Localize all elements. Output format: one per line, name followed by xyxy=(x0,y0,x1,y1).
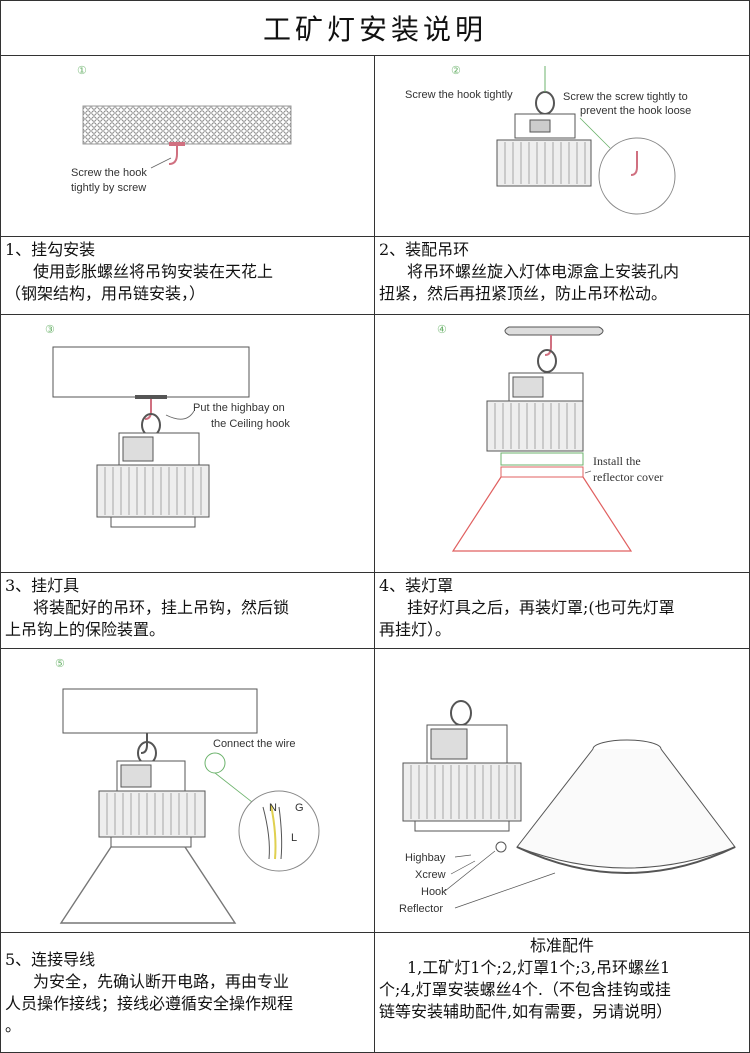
step1-illustration: ① Screw the hook tightly by screw xyxy=(1,56,375,237)
step4-label-line2: reflector cover xyxy=(593,470,663,484)
step4-text: 4、装灯罩 挂好灯具之后，再装灯罩;(也可先灯罩 再挂灯）。 xyxy=(375,573,749,649)
reflector-outline xyxy=(59,846,237,924)
parts-body-line3: 链等安装辅助配件,如有需要，另请说明） xyxy=(379,1002,673,1021)
step4-heading: 4、装灯罩 xyxy=(379,576,454,595)
step3-text: 3、挂灯具 将装配好的吊环，挂上吊钩，然后锁 上吊钩上的保险装置。 xyxy=(1,573,375,649)
step4-body-line1: 挂好灯具之后，再装灯罩;(也可先灯罩 xyxy=(407,598,675,617)
step5-marker: ⑤ xyxy=(55,658,65,670)
step1-marker: ① xyxy=(77,65,87,77)
step5-diagram: ⑤ Connect the wire xyxy=(55,658,320,924)
detail-zoom-circle xyxy=(598,137,676,215)
reflector-ring xyxy=(500,466,584,478)
wire-label-g: G xyxy=(295,802,304,814)
step2-label-b-line2: prevent the hook loose xyxy=(580,105,691,117)
step1-label-line2: tightly by screw xyxy=(71,182,146,194)
highbay-body xyxy=(402,762,522,822)
step1-body-line1: 使用彭胀螺丝将吊钩安装在天花上 xyxy=(33,262,274,281)
step5-label: Connect the wire xyxy=(213,738,296,750)
parts-label-highbay: Highbay xyxy=(405,852,446,864)
step5-heading: 5、连接导线 xyxy=(5,950,96,969)
step1-label-line1: Screw the hook xyxy=(71,167,147,179)
step5-body-line1: 为安全，先确认断开电路，再由专业 xyxy=(33,972,290,991)
ceiling-beam xyxy=(52,346,250,398)
step3-marker: ③ xyxy=(45,324,55,336)
ceiling-slab xyxy=(82,105,292,145)
step5-body-line2: 人员操作接线；接线必遵循安全操作规程 xyxy=(5,994,294,1013)
step5-body-line3: 。 xyxy=(5,1016,22,1035)
parts-illustration: Highbay Xcrew Hook Reflector xyxy=(375,649,749,933)
reflector-cone xyxy=(516,748,736,869)
step2-illustration: ② Screw the hook tightly Screw the screw… xyxy=(375,56,749,237)
step2-heading: 2、装配吊环 xyxy=(379,240,470,259)
step2-body-line1: 将吊环螺丝旋入灯体电源盒上安装孔内 xyxy=(407,262,680,281)
ceiling-beam xyxy=(62,688,258,734)
step3-diagram: ③ Put the highbay on the Ceiling hook xyxy=(45,324,290,528)
parts-label-xcrew: Xcrew xyxy=(415,869,446,881)
step2-diagram: ② Screw the hook tightly Screw the screw… xyxy=(405,65,691,215)
step4-diagram: ④ Install the refle xyxy=(437,324,663,552)
hook-icon xyxy=(168,144,178,165)
page-title: 工矿灯安装说明 xyxy=(1,1,749,56)
eye-bolt-part xyxy=(495,841,507,853)
step1-text: 1、挂勾安装 使用彭胀螺丝将吊钩安装在天花上 （钢架结构，用吊链安装，） xyxy=(1,237,375,315)
wire-label-l: L xyxy=(291,832,297,844)
step1-body-line2: （钢架结构，用吊链安装，） xyxy=(5,284,206,303)
step3-illustration: ③ Put the highbay on the Ceiling hook xyxy=(1,315,375,573)
step1-heading: 1、挂勾安装 xyxy=(5,240,96,259)
step3-heading: 3、挂灯具 xyxy=(5,576,80,595)
step2-label-b-line1: Screw the screw tightly to xyxy=(563,91,688,103)
step3-body-line2: 上吊钩上的保险装置。 xyxy=(5,620,166,639)
parts-body-line2: 个;4,灯罩安装螺丝4个.（不包含挂钩或挂 xyxy=(379,980,671,999)
step4-illustration: ④ Install the refle xyxy=(375,315,749,573)
wire-zoom-marker xyxy=(204,752,226,774)
parts-diagram: Highbay Xcrew Hook Reflector xyxy=(399,700,736,915)
parts-label-hook: Hook xyxy=(421,886,447,898)
step2-body-line2: 扭紧，然后再扭紧顶丝，防止吊环松动。 xyxy=(379,284,668,303)
step2-label-a: Screw the hook tightly xyxy=(405,89,513,101)
step4-label-line1: Install the xyxy=(593,454,641,468)
step3-body-line1: 将装配好的吊环，挂上吊钩，然后锁 xyxy=(33,598,290,617)
step5-text: 5、连接导线 为安全，先确认断开电路，再由专业 人员操作接线；接线必遵循安全操作… xyxy=(1,933,375,1052)
step4-body-line2: 再挂灯）。 xyxy=(379,620,452,639)
step2-marker: ② xyxy=(451,65,461,77)
step4-marker: ④ xyxy=(437,324,447,336)
wire-label-n: N xyxy=(269,802,277,814)
parts-heading: 标准配件 xyxy=(529,936,594,955)
step5-illustration: ⑤ Connect the wire xyxy=(1,649,375,933)
ceiling-hook-icon xyxy=(144,399,152,420)
parts-label-reflector: Reflector xyxy=(399,903,443,915)
parts-text: 标准配件 1,工矿灯1个;2,灯罩1个;3,吊环螺丝1 个;4,灯罩安装螺丝4个… xyxy=(375,933,749,1052)
step3-label-line2: the Ceiling hook xyxy=(211,418,290,430)
eye-bolt-icon xyxy=(535,91,555,115)
step1-diagram: ① Screw the hook tightly by screw xyxy=(71,65,292,194)
reflector-cover-outline xyxy=(451,476,633,552)
wire-detail-circle xyxy=(238,790,320,872)
parts-body-line1: 1,工矿灯1个;2,灯罩1个;3,吊环螺丝1 xyxy=(407,958,671,977)
ceiling-plate xyxy=(504,326,604,336)
step2-text: 2、装配吊环 将吊环螺丝旋入灯体电源盒上安装孔内 扭紧，然后再扭紧顶丝，防止吊环… xyxy=(375,237,749,315)
expansion-screw xyxy=(169,142,185,146)
step3-label-line1: Put the highbay on xyxy=(193,402,285,414)
